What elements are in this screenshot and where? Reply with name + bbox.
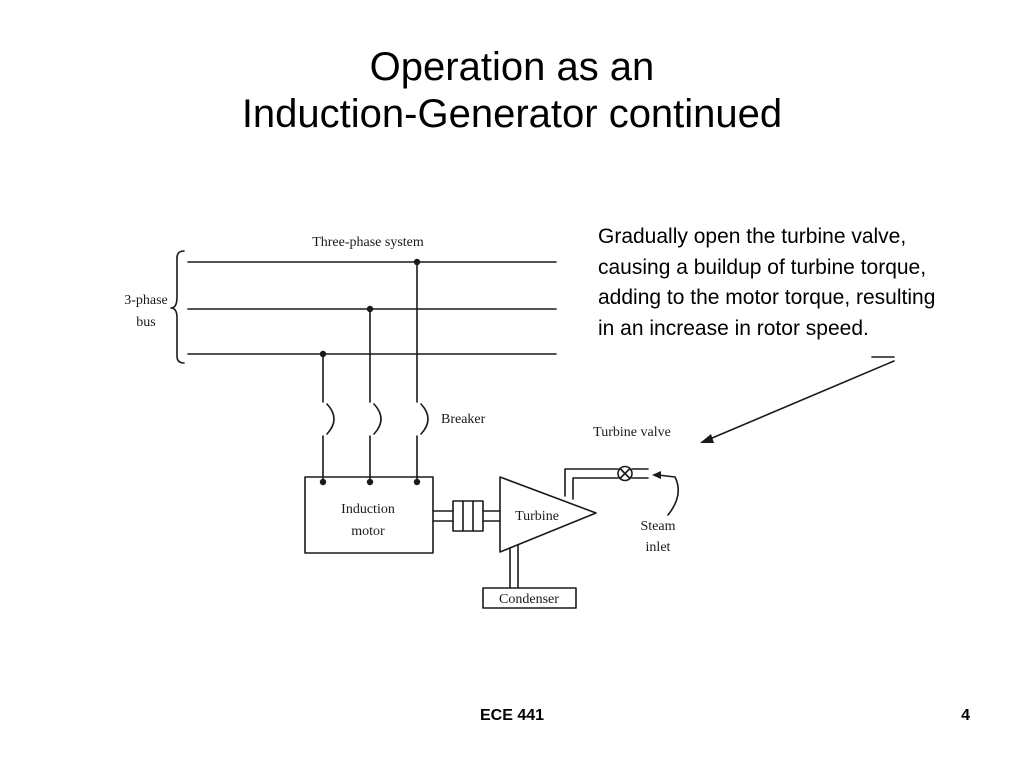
motor-terminal-dot-1: [319, 478, 327, 486]
label-steam-line2: inlet: [646, 540, 671, 555]
callout-arrow-head: [700, 434, 714, 443]
label-turbine-valve: Turbine valve: [593, 425, 671, 440]
label-bus-line2: bus: [136, 315, 155, 330]
label-bus-line1: 3-phase: [124, 293, 168, 308]
callout-text: Gradually open the turbine valve, causin…: [598, 225, 936, 340]
motor-terminal-dot-2: [366, 478, 374, 486]
slide-title: Operation as an Induction-Generator cont…: [0, 44, 1024, 138]
label-breaker: Breaker: [441, 412, 486, 427]
footer-course: ECE 441: [479, 707, 545, 724]
label-three-phase-system: Three-phase system: [312, 235, 424, 250]
label-motor-line1: Induction: [341, 502, 395, 517]
label-motor-line2: motor: [351, 524, 385, 539]
breaker-arc-3: [420, 403, 429, 435]
title-line-2: Induction-Generator continued: [241, 92, 783, 136]
steam-pipe-outer: [564, 468, 619, 497]
coupling-box: [452, 500, 484, 532]
bus-brace: [170, 250, 185, 364]
junction-dot-phase-2: [366, 305, 374, 313]
motor-terminal-dot-3: [413, 478, 421, 486]
steam-inlet-leader: [657, 474, 680, 516]
junction-dot-phase-3: [413, 258, 421, 266]
page-number: 4: [961, 707, 970, 724]
title-line-1: Operation as an: [369, 45, 655, 89]
turbine-valve-icon: [617, 465, 633, 482]
junction-dot-phase-1: [319, 350, 327, 358]
breaker-arc-2: [373, 403, 382, 435]
turbine-shape: [499, 476, 597, 553]
condenser-box: [482, 587, 577, 609]
label-steam-line1: Steam: [641, 519, 676, 534]
callout-arrow-line: [704, 360, 895, 442]
breaker-arc-1: [326, 403, 335, 435]
steam-inlet-arrow-head: [652, 471, 661, 479]
steam-pipe-inner: [572, 477, 619, 500]
label-turbine: Turbine: [515, 509, 559, 524]
valve-cross-2: [619, 467, 631, 480]
induction-motor-box: [304, 476, 434, 554]
label-condenser: Condenser: [499, 592, 559, 607]
